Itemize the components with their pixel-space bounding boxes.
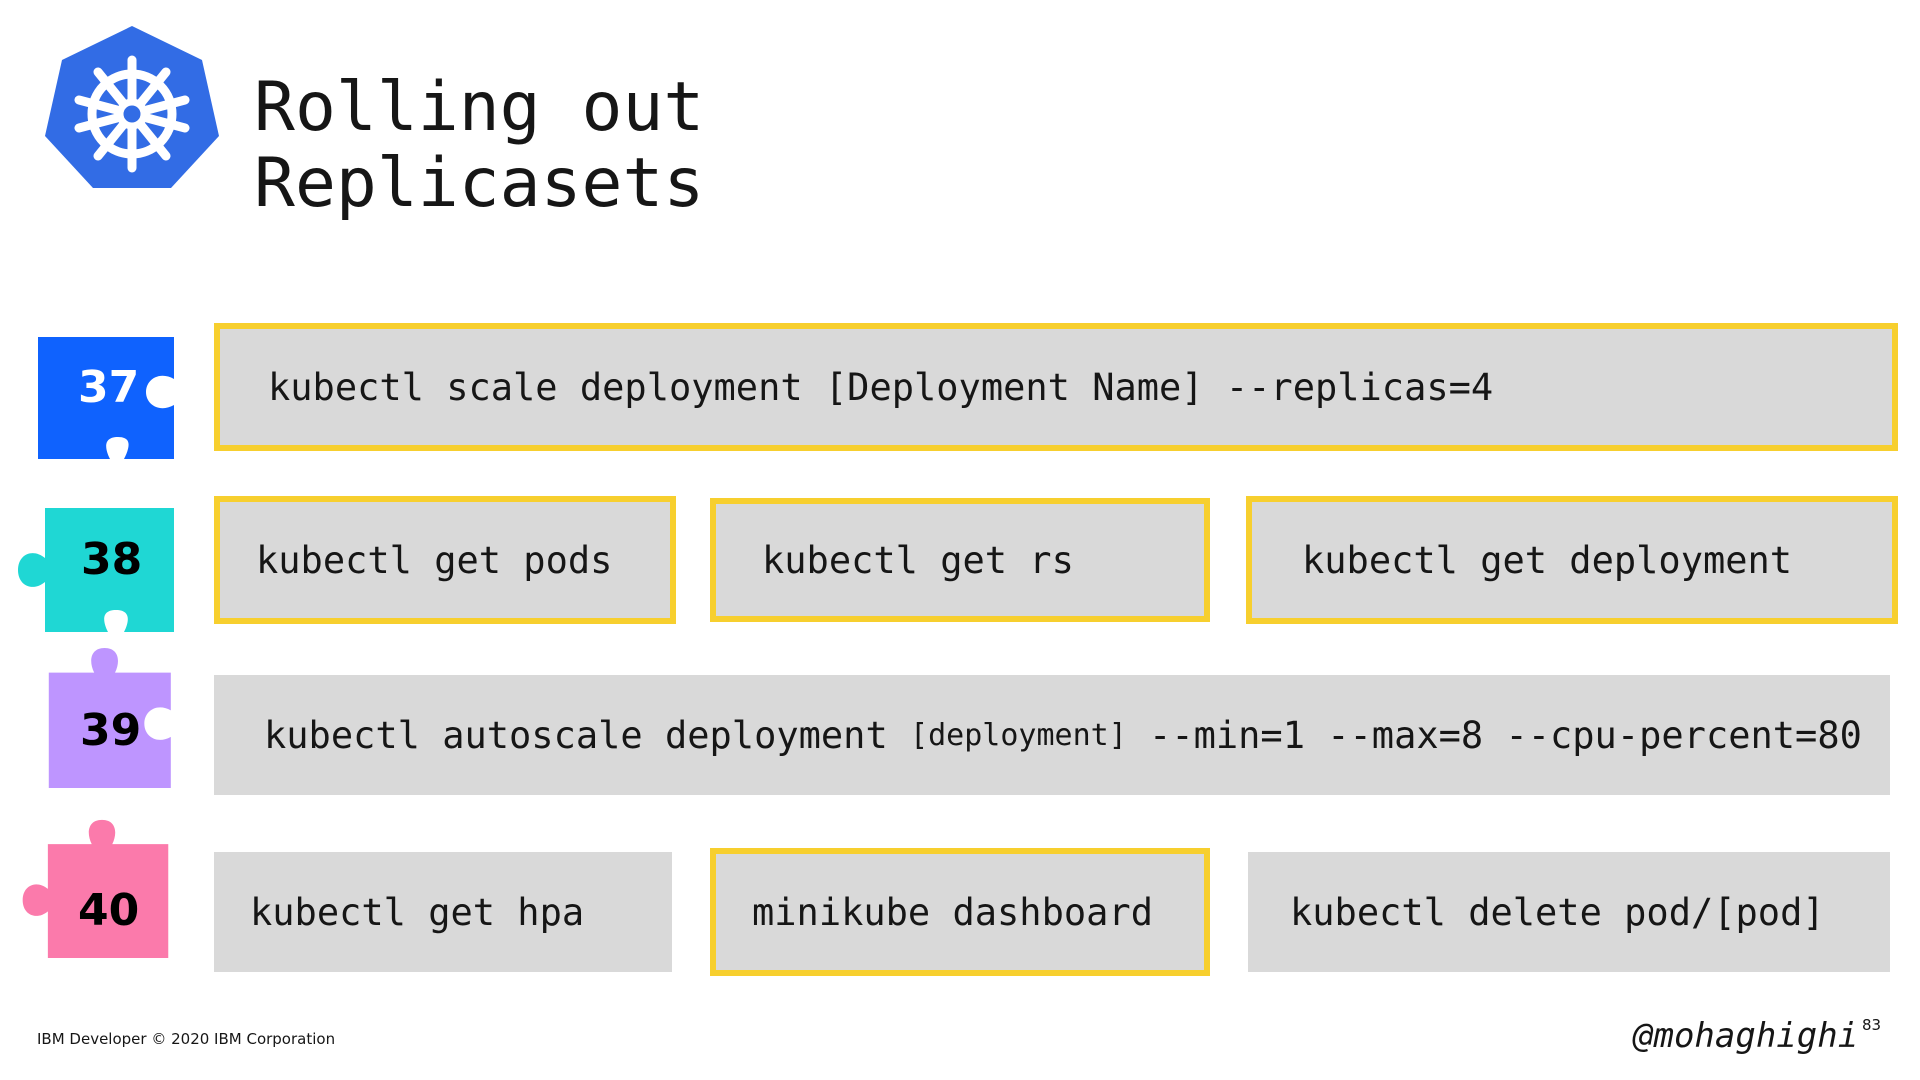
kubernetes-logo-icon [44, 22, 220, 192]
command-text: kubectl get pods [256, 538, 613, 582]
command-text-before: kubectl autoscale deployment [264, 713, 911, 757]
step-number: 39 [80, 705, 142, 756]
step-37-puzzle-badge: 37 [38, 328, 178, 459]
step-number: 38 [81, 534, 143, 585]
command-autoscale-deployment[interactable]: kubectl autoscale deployment [deployment… [214, 675, 1890, 795]
command-get-hpa[interactable]: kubectl get hpa [214, 852, 672, 972]
step-number: 37 [78, 362, 140, 413]
command-text: minikube dashboard [752, 890, 1153, 934]
command-text: kubectl scale deployment [Deployment Nam… [268, 365, 1494, 409]
command-get-rs[interactable]: kubectl get rs [710, 498, 1210, 622]
command-delete-pod[interactable]: kubectl delete pod/[pod] [1248, 852, 1890, 972]
author-handle: @mohaghighi [1633, 1016, 1859, 1056]
command-text: kubectl delete pod/[pod] [1290, 890, 1825, 934]
slide-title: Rolling out Replicasets [254, 68, 705, 223]
page-number: 83 [1862, 1016, 1882, 1034]
command-get-deployment[interactable]: kubectl get deployment [1246, 496, 1898, 624]
step-39-puzzle-badge: 39 [45, 648, 185, 796]
command-text: kubectl get deployment [1302, 538, 1793, 582]
step-number: 40 [78, 885, 140, 936]
step-38-puzzle-badge: 38 [18, 500, 174, 632]
step-40-puzzle-badge: 40 [18, 818, 169, 968]
command-minikube-dashboard[interactable]: minikube dashboard [710, 848, 1210, 976]
command-get-pods[interactable]: kubectl get pods [214, 496, 676, 624]
command-text: kubectl get rs [762, 538, 1074, 582]
command-scale-deployment[interactable]: kubectl scale deployment [Deployment Nam… [214, 323, 1898, 451]
command-text-placeholder: [deployment] [910, 717, 1127, 753]
footer-copyright: IBM Developer © 2020 IBM Corporation [37, 1030, 336, 1048]
command-text-after: --min=1 --max=8 --cpu-percent=80 [1126, 713, 1862, 757]
command-text: kubectl get hpa [250, 890, 585, 934]
